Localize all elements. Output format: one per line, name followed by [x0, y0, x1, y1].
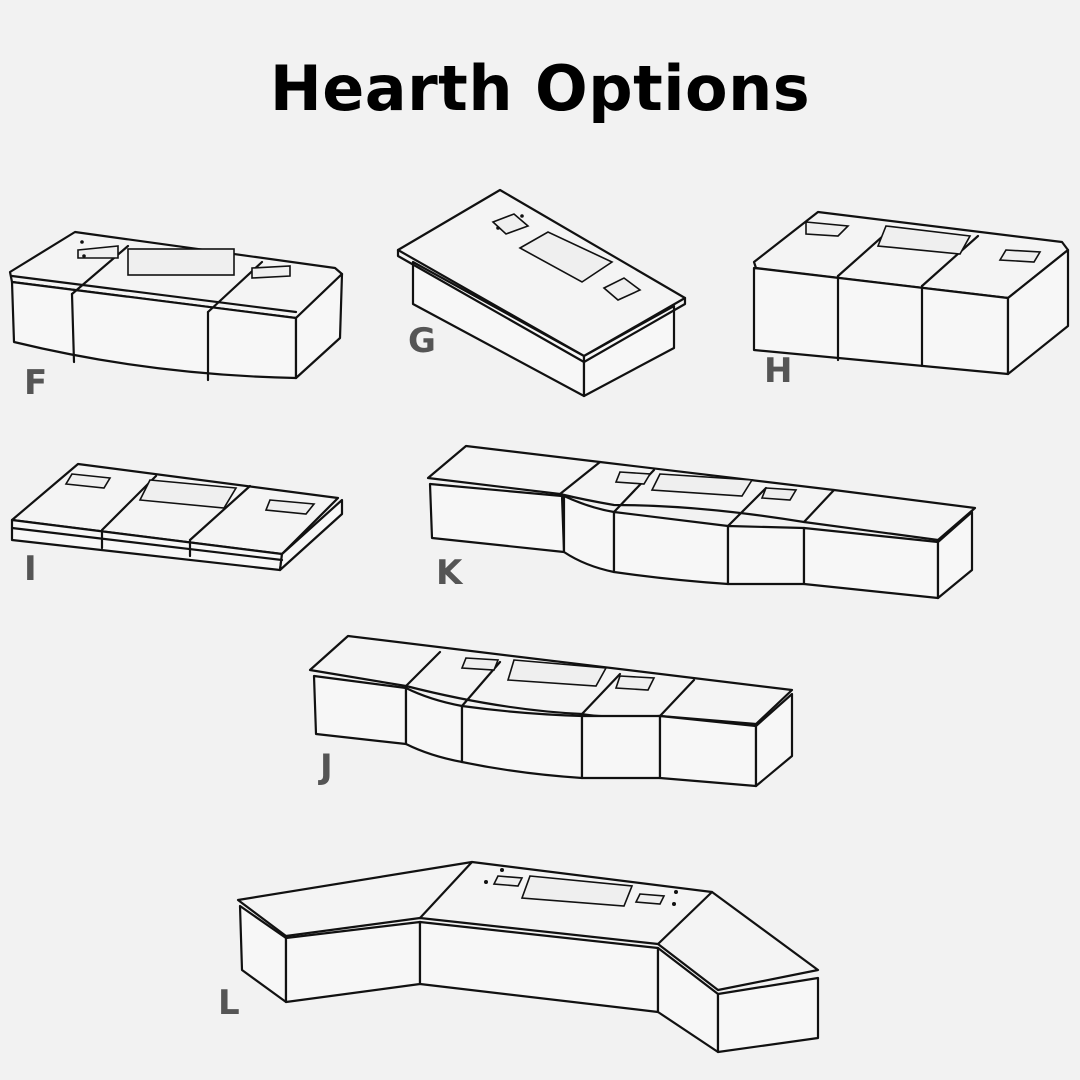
label-j: J: [318, 747, 333, 787]
label-k: K: [436, 553, 464, 593]
page-title: Hearth Options: [269, 52, 811, 125]
hearth-option-h: H: [752, 210, 1070, 391]
hearth-option-i: I: [10, 462, 344, 589]
label-i: I: [24, 549, 37, 589]
hearth-option-f: F: [8, 230, 344, 403]
label-g: G: [408, 321, 436, 361]
label-f: F: [24, 363, 47, 403]
hearth-option-g: G: [396, 188, 687, 398]
label-h: H: [764, 351, 792, 391]
hearth-option-j: J: [308, 634, 794, 788]
hearth-option-k: K: [426, 444, 977, 600]
label-l: L: [218, 983, 240, 1023]
hearth-option-l: L: [218, 860, 820, 1054]
